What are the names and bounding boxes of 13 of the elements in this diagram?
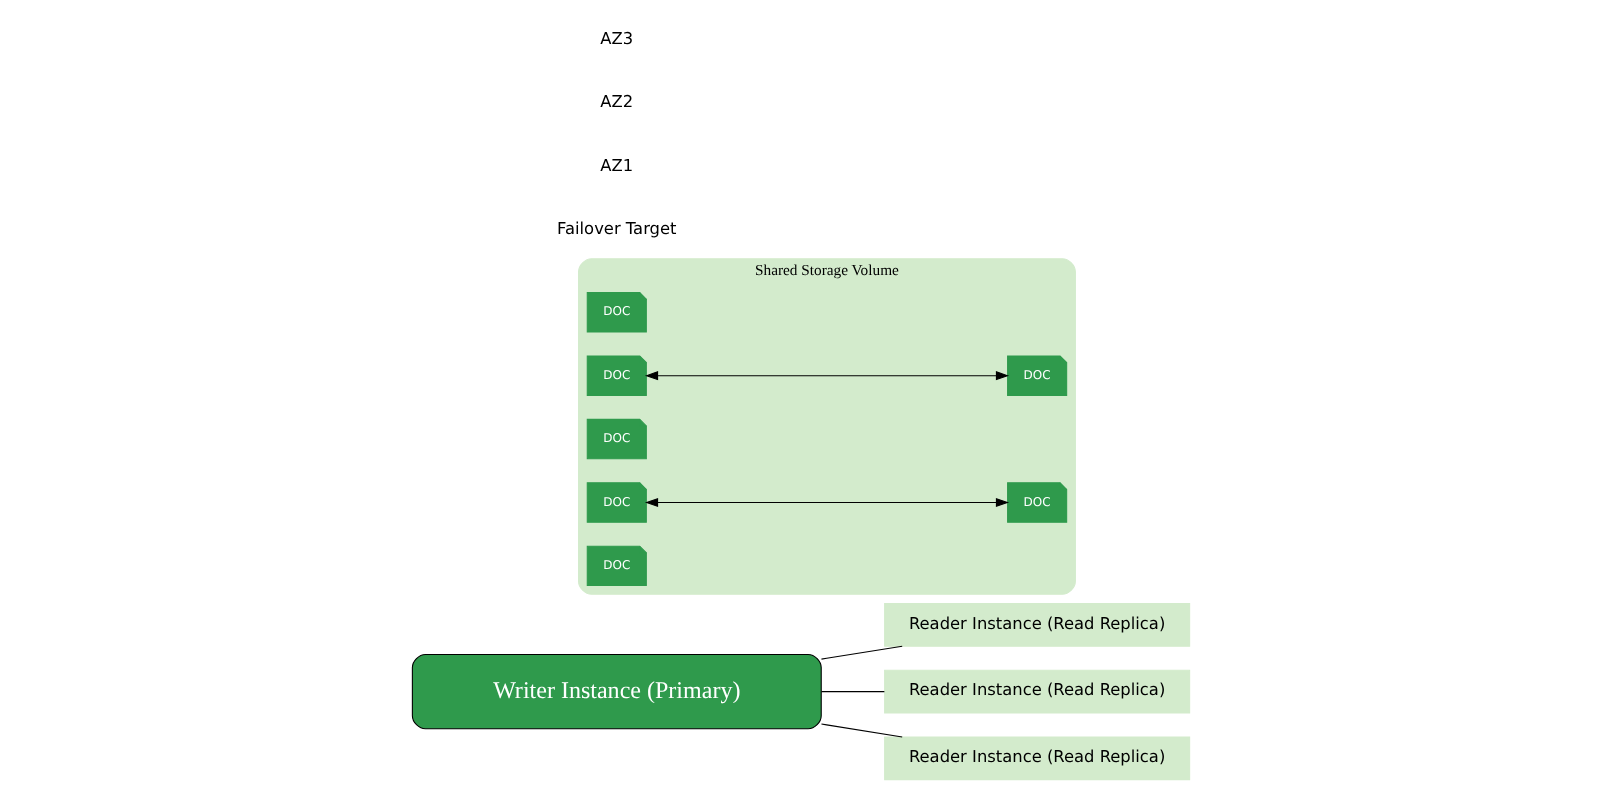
connector (819, 691, 884, 693)
arrow (644, 371, 1008, 381)
label: AZ1 (599, 154, 633, 175)
label: AZ2 (599, 91, 633, 112)
arrow (644, 497, 1008, 508)
node-box: Reader Instance (Read Replica) (883, 669, 1190, 714)
label: AZ3 (599, 27, 633, 48)
connector (819, 723, 902, 738)
node-box: Writer Instance (Primary) (410, 653, 821, 730)
node-box: Reader Instance (Read Replica) (883, 603, 1190, 647)
label: Failover Target (556, 218, 676, 239)
connector (819, 645, 902, 660)
node-box: Reader Instance (Read Replica) (883, 736, 1190, 781)
